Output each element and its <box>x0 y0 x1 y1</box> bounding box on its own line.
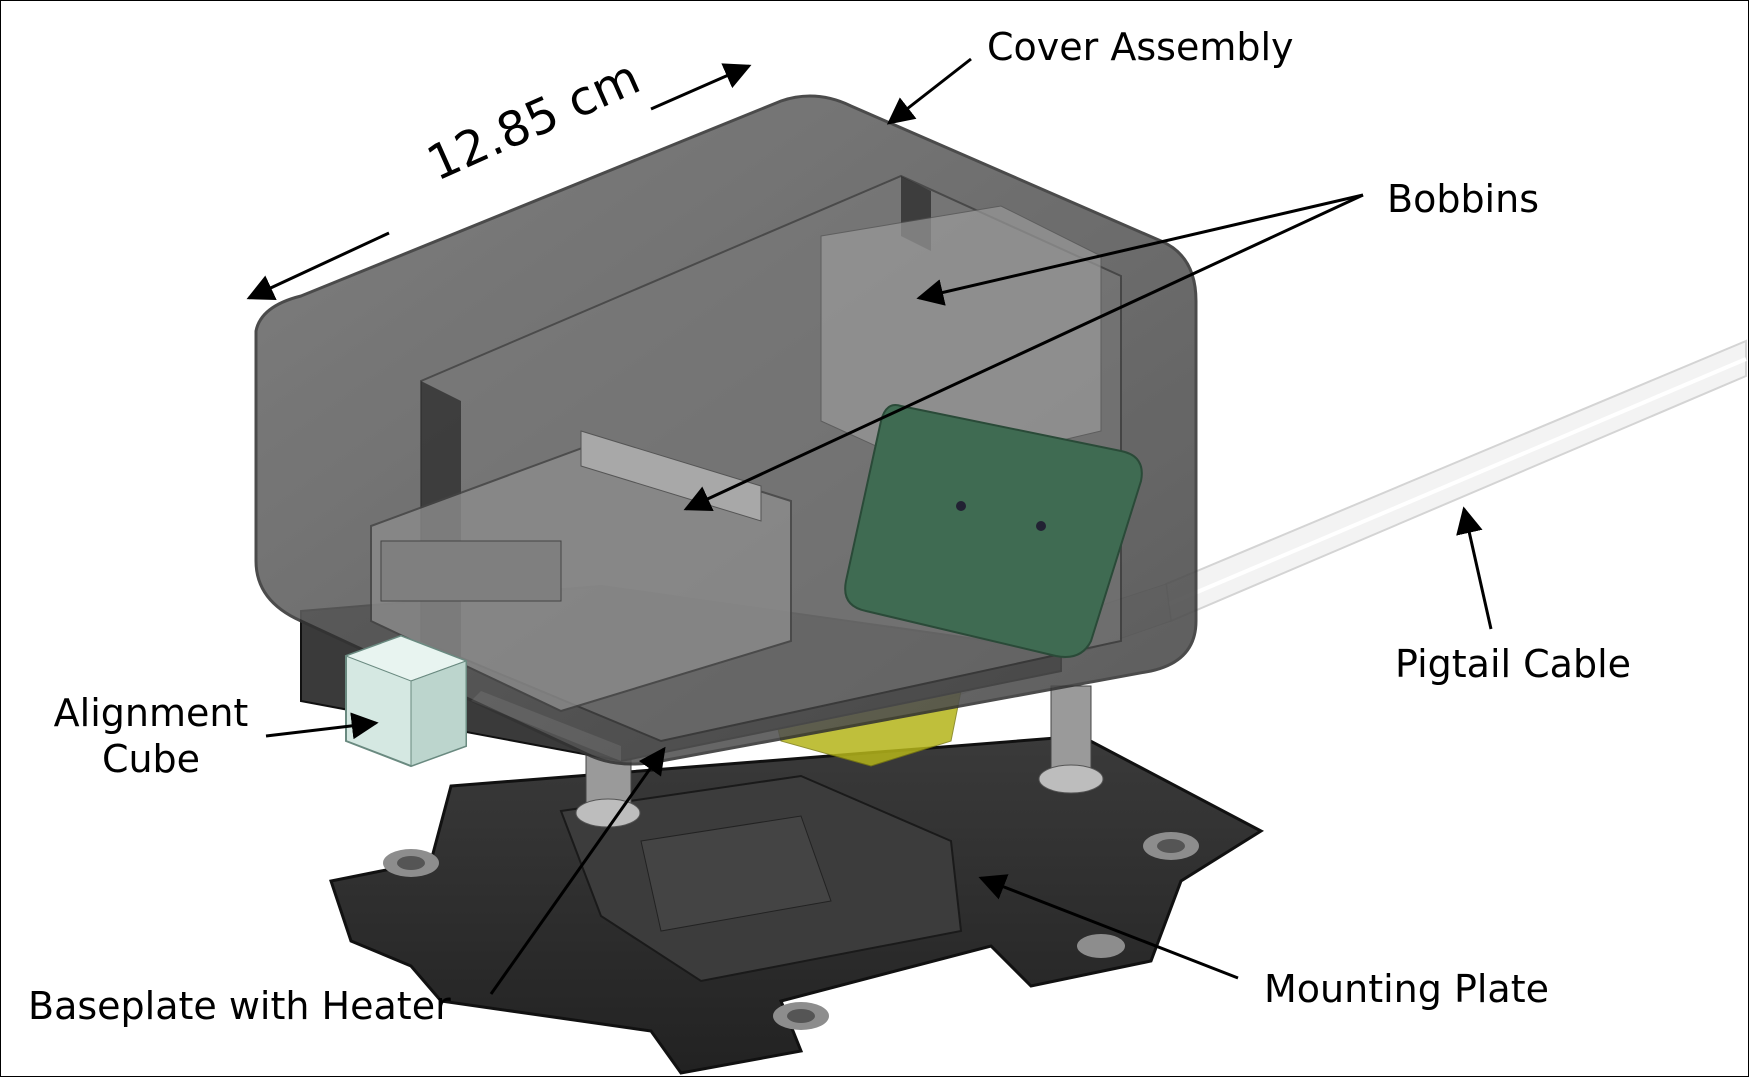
label-baseplate-with-heater: Baseplate with Heater <box>28 984 451 1028</box>
dimension-arrow-right <box>650 63 752 111</box>
leader-baseplate <box>489 746 666 995</box>
dimension-arrow-left <box>246 231 390 301</box>
leader-bobbins-2 <box>683 193 1364 512</box>
leader-alignment-cube <box>265 712 379 740</box>
label-cover-assembly: Cover Assembly <box>987 25 1294 69</box>
leader-mounting-plate <box>978 874 1239 980</box>
label-alignment-cube-line2: Cube <box>101 736 201 781</box>
leader-bobbins-1 <box>916 193 1364 306</box>
label-mounting-plate: Mounting Plate <box>1264 967 1549 1011</box>
label-pigtail-cable: Pigtail Cable <box>1395 642 1632 686</box>
leader-cover-assembly <box>886 57 972 125</box>
label-alignment-cube-line1: Alignment <box>53 691 249 735</box>
circuit-board <box>844 404 1143 658</box>
leader-pigtail-cable <box>1456 506 1493 630</box>
label-alignment-cube: Alignment Cube <box>41 691 261 782</box>
mounting-plate <box>329 734 1265 1075</box>
label-bobbins: Bobbins <box>1387 177 1539 221</box>
alignment-cube-shape <box>344 634 468 768</box>
